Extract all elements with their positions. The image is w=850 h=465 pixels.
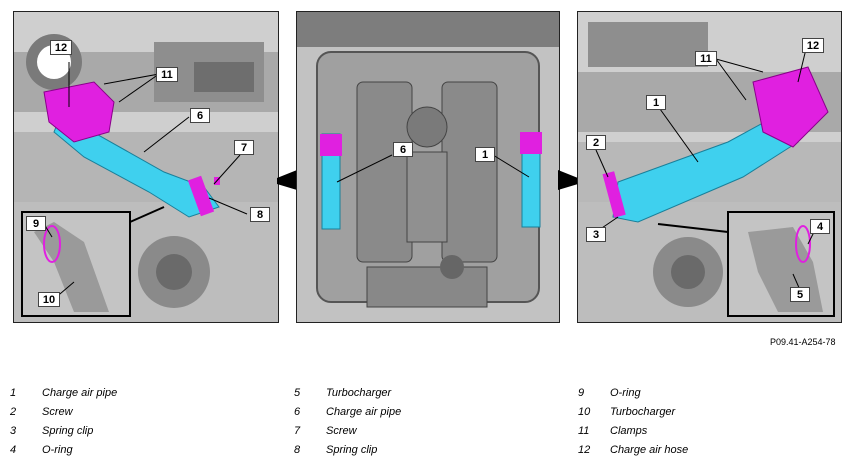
callout-6: 6 [393,142,413,157]
callout-5: 5 [790,287,810,302]
connector-left [277,170,297,190]
legend-number: 10 [578,406,591,418]
legend-number: 7 [294,425,301,437]
callout-3: 3 [586,227,606,242]
center-overview-view: 6 1 [296,11,560,323]
legend-label: O-ring [42,444,73,456]
callout-6: 6 [190,108,210,123]
callout-9: 9 [26,216,46,231]
callout-12: 12 [50,40,72,55]
left-detail-view: 12 11 6 7 8 9 10 [13,11,279,323]
callout-1: 1 [646,95,666,110]
legend-number: 3 [10,425,17,437]
callout-7: 7 [234,140,254,155]
legend-number: 1 [10,387,17,399]
legend-label: Screw [326,425,357,437]
callout-2: 2 [586,135,606,150]
legend-number: 9 [578,387,585,399]
legend-label: Spring clip [326,444,378,456]
legend-label: Spring clip [42,425,94,437]
legend-number: 4 [10,444,17,456]
legend-number: 11 [578,425,590,437]
callout-12: 12 [802,38,824,53]
right-engine-illustration [578,12,841,322]
legend-label: Turbocharger [326,387,392,399]
legend-number: 8 [294,444,301,456]
callout-10: 10 [38,292,60,307]
right-detail-view: 11 12 1 2 3 4 5 [577,11,842,323]
callout-11: 11 [695,51,717,66]
callout-8: 8 [250,207,270,222]
legend-label: Turbocharger [610,406,676,418]
legend-label: Screw [42,406,73,418]
legend-label: O-ring [610,387,641,399]
callout-11: 11 [156,67,178,82]
callout-4: 4 [810,219,830,234]
legend-label: Charge air hose [610,444,689,456]
callout-1: 1 [475,147,495,162]
legend-number: 2 [10,406,17,418]
center-engine-illustration [297,12,559,322]
legend-number: 12 [578,444,591,456]
legend-label: Clamps [610,425,648,437]
legend-number: 5 [294,387,301,399]
connector-right [558,170,578,190]
legend-label: Charge air pipe [42,387,118,399]
legend-label: Charge air pipe [326,406,402,418]
legend-number: 6 [294,406,301,418]
reference-code: P09.41-A254-78 [770,337,836,347]
left-engine-illustration [14,12,278,322]
